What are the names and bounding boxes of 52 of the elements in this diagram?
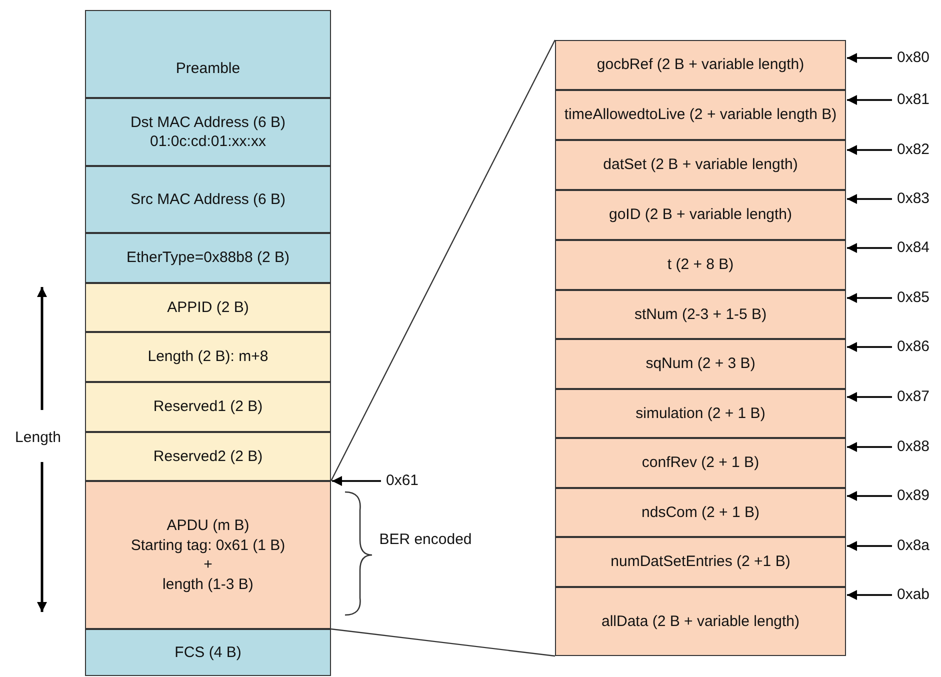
arrow <box>847 95 892 105</box>
connector-line <box>330 628 556 657</box>
arrow <box>332 476 381 486</box>
field-box: sqNum (2 + 3 B) <box>555 339 846 389</box>
tag-label: 0x82 <box>897 140 930 160</box>
tag-label: 0x85 <box>897 288 930 308</box>
arrow <box>847 342 892 352</box>
tag-label: 0x84 <box>897 238 930 258</box>
field-box: confRev (2 + 1 B) <box>555 438 846 488</box>
dimension-label: Length <box>14 428 62 448</box>
arrow <box>847 541 892 551</box>
field-box: t (2 + 8 B) <box>555 240 846 290</box>
field-box: gocbRef (2 B + variable length) <box>555 40 846 90</box>
arrow <box>847 243 892 253</box>
tag-label: 0x81 <box>897 90 930 110</box>
field-box: APPID (2 B) <box>85 283 331 332</box>
field-box: timeAllowedtoLive (2 + variable length B) <box>555 90 846 140</box>
field-box: allData (2 B + variable length) <box>555 587 846 656</box>
tag-label: 0x87 <box>897 387 930 407</box>
tag-label: 0x8a <box>897 536 930 556</box>
tag-label: 0x61 <box>386 471 419 491</box>
tag-label: 0x88 <box>897 437 930 457</box>
field-box: Src MAC Address (6 B) <box>85 166 331 233</box>
tag-label: 0x89 <box>897 486 930 506</box>
arrow <box>847 491 892 501</box>
field-box: EtherType=0x88b8 (2 B) <box>85 233 331 283</box>
field-box: Preamble <box>85 10 331 98</box>
connector-line <box>330 40 556 482</box>
field-box: datSet (2 B + variable length) <box>555 140 846 190</box>
arrow <box>847 53 892 63</box>
field-box: ndsCom (2 + 1 B) <box>555 488 846 537</box>
tag-label: 0xab <box>897 585 930 605</box>
arrow <box>847 194 892 204</box>
brace-label: BER encoded <box>378 530 473 550</box>
tag-label: 0x83 <box>897 189 930 209</box>
field-box: Length (2 B): m+8 <box>85 332 331 382</box>
arrow <box>847 392 892 402</box>
field-box: numDatSetEntries (2 +1 B) <box>555 537 846 587</box>
field-box: Reserved1 (2 B) <box>85 382 331 432</box>
field-box: simulation (2 + 1 B) <box>555 389 846 438</box>
arrow <box>847 293 892 303</box>
arrow <box>847 590 892 600</box>
field-box: Reserved2 (2 B) <box>85 432 331 481</box>
field-box: Dst MAC Address (6 B) 01:0c:cd:01:xx:xx <box>85 98 331 166</box>
field-box: stNum (2-3 + 1-5 B) <box>555 290 846 339</box>
arrow <box>847 442 892 452</box>
field-box: goID (2 B + variable length) <box>555 190 846 240</box>
tag-label: 0x80 <box>897 48 930 68</box>
arrow <box>847 145 892 155</box>
field-box: APDU (m B) Starting tag: 0x61 (1 B) + length (1-3 B) <box>85 481 331 629</box>
tag-label: 0x86 <box>897 337 930 357</box>
field-box: FCS (4 B) <box>85 629 331 676</box>
